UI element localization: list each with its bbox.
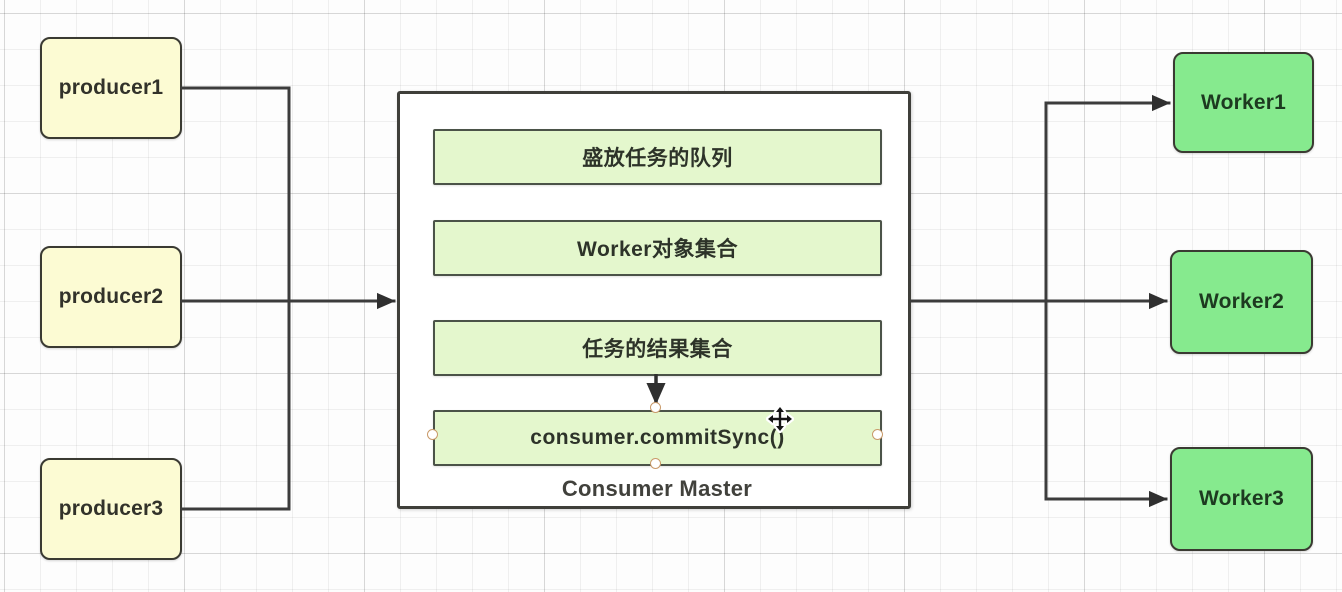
selection-handle-right[interactable] [872, 429, 883, 440]
producer-node-2-label: producer2 [58, 285, 164, 308]
wire-to-worker3 [1044, 299, 1168, 508]
producer-node-3-label: producer3 [58, 497, 164, 520]
worker-node-3-label: Worker3 [1198, 487, 1285, 510]
consumer-master-container[interactable]: 盛放任务的队列 Worker对象集合 任务的结果集合 consumer.comm… [397, 91, 911, 509]
master-row-task-queue[interactable]: 盛放任务的队列 [433, 129, 882, 185]
wire-producer3 [180, 299, 291, 511]
producer-node-1[interactable]: producer1 [40, 37, 182, 139]
master-row-worker-set-label: Worker对象集合 [577, 238, 738, 261]
master-row-result-set-label: 任务的结果集合 [582, 338, 733, 361]
selection-handle-bottom[interactable] [650, 458, 661, 469]
worker-node-2[interactable]: Worker2 [1170, 250, 1313, 354]
wire-producer1 [180, 86, 291, 303]
selection-handle-top[interactable] [650, 402, 661, 413]
worker-node-3[interactable]: Worker3 [1170, 447, 1313, 551]
master-row-commit-sync-label: consumer.commitSync() [530, 426, 785, 449]
move-cursor-icon [766, 405, 794, 433]
producer-node-1-label: producer1 [58, 76, 164, 99]
master-row-task-queue-label: 盛放任务的队列 [582, 147, 733, 170]
master-row-result-set[interactable]: 任务的结果集合 [433, 320, 882, 376]
producer-node-3[interactable]: producer3 [40, 458, 182, 560]
worker-node-2-label: Worker2 [1198, 290, 1285, 313]
worker-node-1[interactable]: Worker1 [1173, 52, 1314, 153]
worker-node-1-label: Worker1 [1200, 90, 1287, 114]
selection-handle-left[interactable] [427, 429, 438, 440]
master-row-worker-set[interactable]: Worker对象集合 [433, 220, 882, 276]
consumer-master-caption: Consumer Master [561, 476, 753, 501]
producer-node-2[interactable]: producer2 [40, 246, 182, 348]
wire-to-worker1 [1044, 94, 1171, 303]
